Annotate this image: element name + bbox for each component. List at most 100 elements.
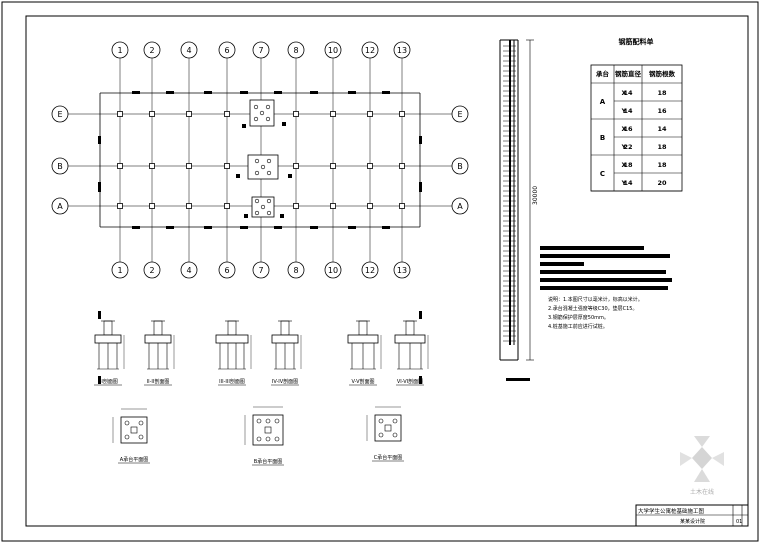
table-cell: 14 xyxy=(623,107,633,115)
beam-marker-top xyxy=(274,91,282,94)
axis-label-bottom-13: 13 xyxy=(397,266,407,275)
section-label-5: V-V剖面图 xyxy=(351,378,374,385)
column-stub xyxy=(280,320,290,336)
pile-cap-c xyxy=(251,196,275,218)
column-node xyxy=(367,203,373,209)
column-node xyxy=(367,163,373,169)
section-label-3: III-III剖面图 xyxy=(219,378,245,385)
axis-label-bottom-7: 7 xyxy=(258,266,263,275)
section-5: V-V剖面图 xyxy=(347,320,382,386)
table-group-A: A xyxy=(600,98,606,106)
table-cell: Y xyxy=(621,107,627,115)
column-node xyxy=(330,203,336,209)
pile-circle xyxy=(259,110,265,116)
cap-body xyxy=(271,334,299,344)
cap-body xyxy=(144,334,172,344)
axis-label-bottom-8: 8 xyxy=(293,266,298,275)
column-node xyxy=(399,203,405,209)
pile-circle xyxy=(260,164,266,170)
table-header-2: 钢筋根数 xyxy=(649,69,676,78)
table-group-B: B xyxy=(600,134,605,142)
note-line-2: 2.承台混凝土强度等级C30，垫层C15。 xyxy=(548,305,637,312)
notes-block: 说明：1.本图尺寸以毫米计，标高以米计。 2.承台混凝土强度等级C30，垫层C1… xyxy=(540,246,672,330)
beam-marker-side xyxy=(419,136,422,144)
axis-label-left-B: B xyxy=(57,162,63,171)
column-node xyxy=(367,111,373,117)
axis-bubble-bottom xyxy=(218,261,236,279)
cap-plan-column xyxy=(130,426,138,434)
pile-cap-b xyxy=(247,154,279,180)
cap-plan-pile xyxy=(378,432,384,438)
column-node xyxy=(117,111,123,117)
column-node xyxy=(117,163,123,169)
axis-bubble-left xyxy=(51,157,69,175)
axis-label-top-6: 6 xyxy=(224,46,229,55)
column-node xyxy=(117,203,123,209)
cap-plan-label-3: C承台平面图 xyxy=(374,454,403,461)
cap-plan-pile xyxy=(274,418,280,424)
table-header-0: 承台 xyxy=(596,69,610,78)
table-cell: 18 xyxy=(657,143,667,151)
cap-body xyxy=(215,334,249,344)
pile-circle xyxy=(254,158,260,164)
column-node xyxy=(186,163,192,169)
beam-marker-side xyxy=(419,184,422,192)
column-node xyxy=(224,111,230,117)
beam-marker-side xyxy=(98,136,101,144)
watermark-text: 土木在线 xyxy=(690,488,714,496)
scale-bar xyxy=(506,378,530,381)
axis-label-bottom-10: 10 xyxy=(328,266,338,275)
cap-plan-pile xyxy=(256,418,262,424)
column-stub xyxy=(358,320,368,336)
axis-label-right-B: B xyxy=(457,162,463,171)
watermark-logo: 土木在线 xyxy=(680,436,724,496)
table-cell: 14 xyxy=(623,179,633,187)
pile-circle xyxy=(265,104,271,110)
beam-marker-top xyxy=(348,91,356,94)
axis-label-left-A: A xyxy=(57,202,63,211)
table-group-C: C xyxy=(600,170,605,178)
pile-circle xyxy=(254,210,260,216)
table-title: 钢筋配料单 xyxy=(619,37,654,46)
beam-marker-bottom xyxy=(132,226,140,229)
beam-marker-side xyxy=(98,184,101,192)
column-node xyxy=(330,163,336,169)
axis-label-bottom-2: 2 xyxy=(149,266,154,275)
cap-plan-1: A承台平面图 xyxy=(112,408,150,464)
axis-bubble-top xyxy=(218,41,236,59)
axis-label-top-7: 7 xyxy=(258,46,263,55)
axis-label-bottom-1: 1 xyxy=(117,266,122,275)
axis-bubble-bottom xyxy=(143,261,161,279)
axis-label-bottom-12: 12 xyxy=(365,266,375,275)
cap-body xyxy=(347,334,379,344)
column-node xyxy=(149,163,155,169)
column-node xyxy=(399,111,405,117)
pile-circle xyxy=(266,198,272,204)
cap-marker xyxy=(288,174,292,178)
section-2: II-II剖面图 xyxy=(144,320,175,386)
beam-marker-bottom xyxy=(274,226,282,229)
axis-label-top-10: 10 xyxy=(328,46,338,55)
pile-circle xyxy=(266,210,272,216)
pile-elevation: 30000 xyxy=(499,39,539,381)
beam-marker-top xyxy=(204,91,212,94)
beam-marker-bottom xyxy=(240,226,248,229)
table-cell: X xyxy=(621,89,626,97)
section-label-6: VI-VI剖面图 xyxy=(397,378,423,385)
column-node xyxy=(293,163,299,169)
column-node xyxy=(293,111,299,117)
axis-label-left-E: E xyxy=(57,110,62,119)
column-node xyxy=(149,203,155,209)
axis-bubble-top xyxy=(252,41,270,59)
beam-marker-right xyxy=(419,311,422,319)
beam-marker-bottom xyxy=(166,226,174,229)
axis-bubble-top xyxy=(287,41,305,59)
cap-marker xyxy=(282,122,286,126)
pile-circle xyxy=(266,158,272,164)
cap-plan-pile xyxy=(274,436,280,442)
column-node xyxy=(224,203,230,209)
note-line-1: 说明：1.本图尺寸以毫米计，标高以米计。 xyxy=(548,296,643,303)
table-cell: 18 xyxy=(623,161,633,169)
beam-marker-left xyxy=(98,311,101,319)
